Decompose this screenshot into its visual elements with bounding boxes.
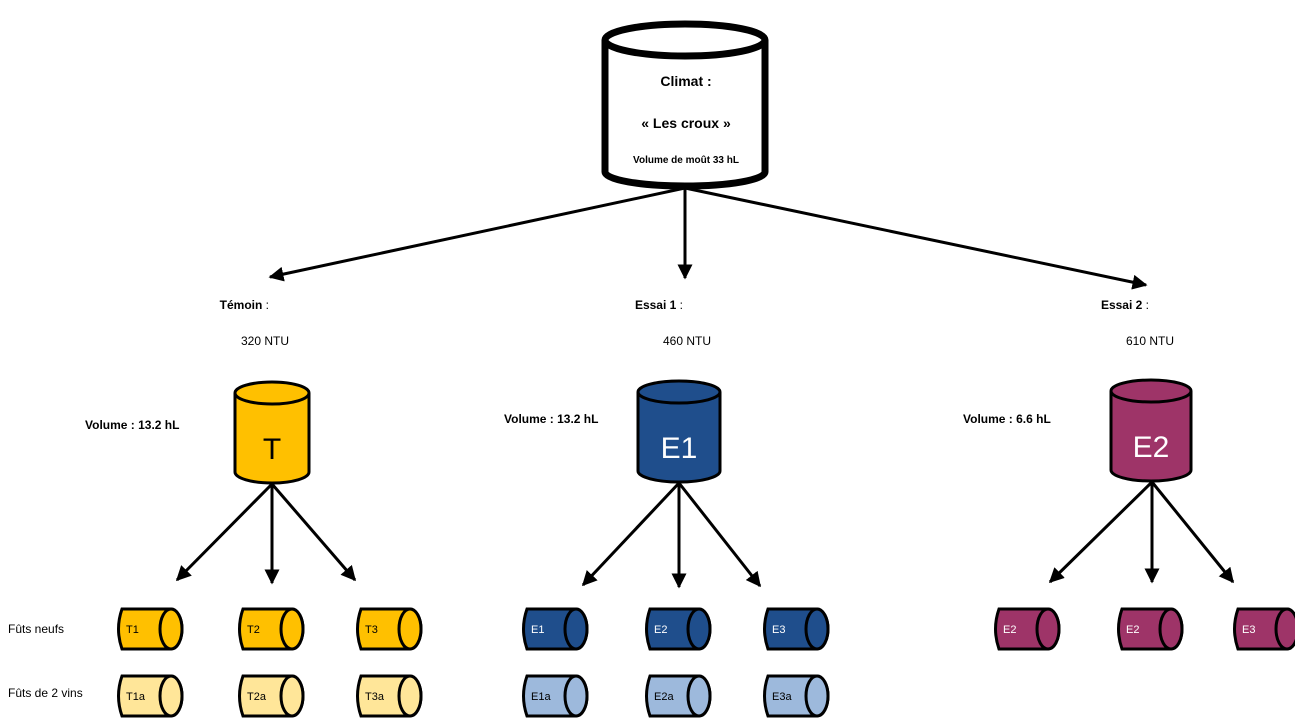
root-volume: Volume de moût 33 hL	[633, 155, 739, 166]
arrow-essai1-1	[583, 483, 679, 585]
branch-essai2-label: Essai 2 :	[1101, 298, 1149, 312]
barrel-old-temoin-2-end	[281, 676, 303, 716]
barrel-new-essai1-2-end	[688, 609, 710, 649]
arrows-temoin	[177, 484, 355, 583]
barrel-new-essai2-3-label: E3	[1242, 624, 1255, 636]
barrel-new-essai2-3-end	[1276, 609, 1295, 649]
barrel-new-essai1-2: E2	[647, 609, 711, 649]
branch-tank-code-temoin: T	[263, 433, 281, 466]
barrel-old-essai1-1: E1a	[524, 676, 588, 716]
arrows-essai1	[583, 483, 760, 587]
barrel-new-essai2-1-end	[1037, 609, 1059, 649]
branch-essai1-ntu: 460 NTU	[663, 334, 711, 348]
barrel-old-temoin-1: T1a	[119, 676, 183, 716]
branch-tank-essai1: E1	[638, 381, 720, 482]
branch-essai1-label: Essai 1 :	[635, 298, 683, 312]
barrel-new-temoin-1-label: T1	[126, 624, 139, 636]
arrow-essai1-3	[679, 483, 760, 586]
barrel-old-temoin-1-end	[160, 676, 182, 716]
branch-tank-essai2: E2	[1111, 380, 1191, 481]
barrel-new-temoin-2: T2	[240, 609, 304, 649]
branch-tank-top-essai2	[1111, 380, 1191, 402]
barrel-new-essai1-3-label: E3	[772, 624, 785, 636]
branch-tank-top-essai1	[638, 381, 720, 403]
barrel-new-essai1-2-label: E2	[654, 624, 667, 636]
branch-tank-code-essai2: E2	[1133, 431, 1170, 464]
branch-essai1-volume: Volume : 13.2 hL	[504, 412, 598, 426]
row-label-old-barrels: Fûts de 2 vins	[8, 686, 83, 700]
barrel-old-temoin-1-label: T1a	[126, 691, 146, 703]
barrel-new-temoin-1: T1	[119, 609, 183, 649]
arrow-essai2-3	[1152, 482, 1233, 582]
barrel-new-essai1-3-end	[806, 609, 828, 649]
barrel-old-essai1-1-label: E1a	[531, 691, 551, 703]
branch-temoin-name: Témoin	[220, 298, 263, 312]
barrel-new-temoin-3: T3	[358, 609, 422, 649]
branch-temoin-colon: :	[262, 298, 269, 312]
barrel-old-essai1-3-label: E3a	[772, 691, 792, 703]
branch-essai2-volume: Volume : 6.6 hL	[963, 412, 1051, 426]
arrow-root-to-temoin	[270, 188, 685, 277]
row-label-new-barrels: Fûts neufs	[8, 622, 64, 636]
branch-temoin-label: Témoin :	[220, 298, 269, 312]
branch-temoin-volume: Volume : 13.2 hL	[85, 418, 179, 432]
barrel-old-temoin-2-label: T2a	[247, 691, 267, 703]
barrel-new-essai2-2: E2	[1119, 609, 1183, 649]
barrel-new-essai2-1: E2	[996, 609, 1060, 649]
barrel-new-temoin-3-label: T3	[365, 624, 378, 636]
barrel-new-essai1-1-label: E1	[531, 624, 544, 636]
arrow-essai2-1	[1050, 482, 1152, 582]
root-tank-top	[605, 24, 765, 56]
barrel-old-essai1-2-end	[688, 676, 710, 716]
barrel-new-essai1-1: E1	[524, 609, 588, 649]
arrow-temoin-1	[177, 484, 272, 580]
barrel-old-temoin-2: T2a	[240, 676, 304, 716]
branch-tank-top-temoin	[235, 382, 309, 404]
arrows-essai2	[1050, 482, 1233, 582]
branch-essai1-colon: :	[676, 298, 683, 312]
barrel-new-temoin-2-end	[281, 609, 303, 649]
branch-tank-temoin: T	[235, 382, 309, 483]
barrel-new-essai2-1-label: E2	[1003, 624, 1016, 636]
barrel-old-essai1-3-end	[806, 676, 828, 716]
branch-tank-code-essai1: E1	[661, 432, 698, 465]
branch-essai2-name: Essai 2	[1101, 298, 1143, 312]
barrel-old-temoin-3-label: T3a	[365, 691, 385, 703]
branch-temoin-ntu: 320 NTU	[241, 334, 289, 348]
arrow-temoin-3	[272, 484, 355, 580]
barrel-new-temoin-2-label: T2	[247, 624, 260, 636]
barrel-new-temoin-1-end	[160, 609, 182, 649]
barrel-old-essai1-1-end	[565, 676, 587, 716]
barrel-new-essai1-3: E3	[765, 609, 829, 649]
barrel-new-temoin-3-end	[399, 609, 421, 649]
barrel-old-essai1-2-label: E2a	[654, 691, 674, 703]
barrel-old-essai1-2: E2a	[647, 676, 711, 716]
root-title: Climat :	[660, 73, 711, 89]
barrel-new-essai2-2-end	[1160, 609, 1182, 649]
barrel-new-essai2-3: E3	[1235, 609, 1295, 649]
root-subtitle: « Les croux »	[641, 115, 731, 131]
branch-essai2-colon: :	[1142, 298, 1149, 312]
branch-essai2-ntu: 610 NTU	[1126, 334, 1174, 348]
barrel-new-essai1-1-end	[565, 609, 587, 649]
barrel-old-essai1-3: E3a	[765, 676, 829, 716]
root-tank: Climat : « Les croux » Volume de moût 33…	[605, 24, 765, 186]
arrow-root-to-essai2	[685, 188, 1146, 285]
branch-essai1-name: Essai 1	[635, 298, 677, 312]
barrel-old-temoin-3: T3a	[358, 676, 422, 716]
barrel-old-temoin-3-end	[399, 676, 421, 716]
barrel-new-essai2-2-label: E2	[1126, 624, 1139, 636]
